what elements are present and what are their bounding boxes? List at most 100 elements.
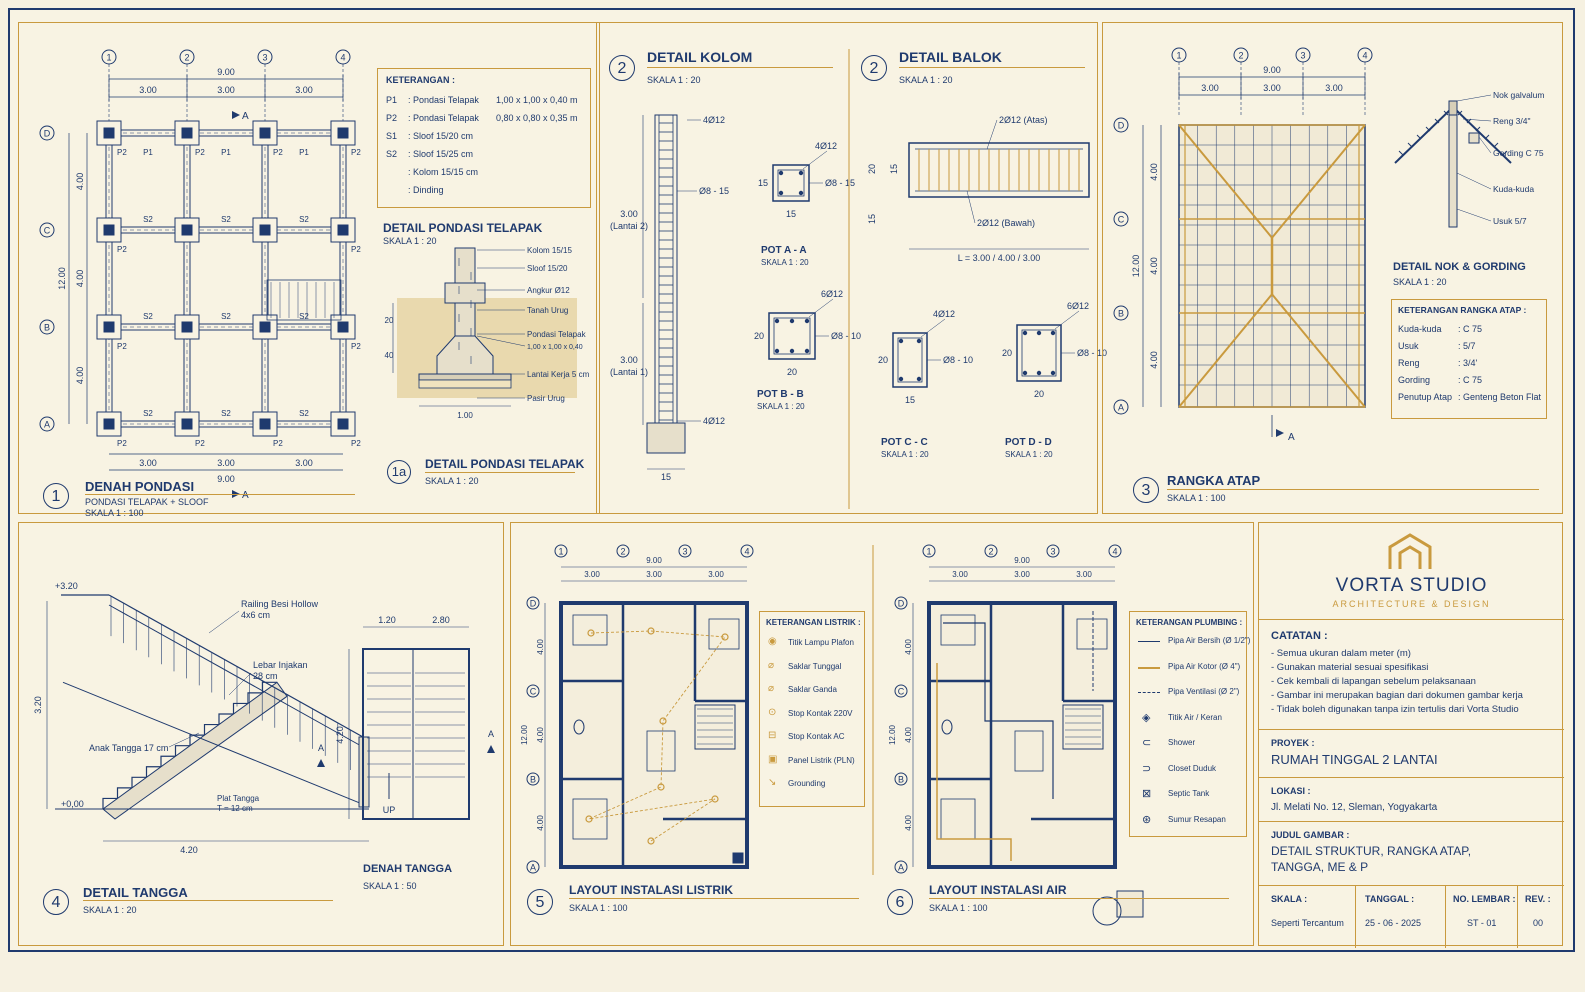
grid-bubble-c-label: C <box>898 687 905 697</box>
stair <box>694 704 736 750</box>
rebar-dot <box>1022 330 1028 336</box>
kolom-width: 15 <box>661 472 671 482</box>
railing-label-2: 4x6 cm <box>241 610 270 620</box>
detail-kolom-title: DETAIL KOLOM <box>647 49 753 65</box>
drawing-number-2-kolom: 2 <box>609 55 635 81</box>
line <box>1434 118 1440 124</box>
grid-bubble-d <box>526 596 540 610</box>
pot-a-h: 15 <box>758 178 768 188</box>
catatan-item: - Gunakan material sesuai spesifikasi <box>1271 662 1429 673</box>
pot-b-h: 20 <box>754 331 764 341</box>
plat-label-2: T = 12 cm <box>217 804 253 813</box>
grid-bubble-c <box>526 684 540 698</box>
dim-v-span: 4.00 <box>1149 257 1159 275</box>
footing-label-p2: P2 <box>351 439 361 448</box>
denah-tangga-title: DENAH TANGGA <box>363 863 453 875</box>
balok-h1: 20 <box>867 164 877 174</box>
electrical-symbol-icon: ⊟ <box>768 730 777 741</box>
tanggal-value: 25 - 06 - 2025 <box>1365 918 1422 928</box>
legend-rangka-key: Reng <box>1398 358 1420 368</box>
rebar-dot <box>916 338 922 344</box>
drawing-number-2-balok: 2 <box>861 55 887 81</box>
footing-label-p2: P2 <box>273 439 283 448</box>
grid-bubble-4 <box>1108 544 1122 558</box>
dim-v-span: 4.00 <box>904 815 913 831</box>
pot-a-stir: Ø8 - 15 <box>825 178 855 188</box>
dim-span: 3.00 <box>295 85 313 95</box>
leader <box>1456 208 1492 222</box>
dim-span: 3.00 <box>139 85 157 95</box>
footing-label-p2: P2 <box>195 148 205 157</box>
legend-desc: : Sloof 15/25 cm <box>408 149 474 159</box>
grid-bubble-c-label: C <box>1118 215 1125 225</box>
column-kolom <box>103 127 115 139</box>
legend-rangka-key: Kuda-kuda <box>1398 324 1442 334</box>
dim-v-span: 4.00 <box>1149 351 1159 369</box>
electrical-symbol-icon: ⌀ <box>768 659 775 671</box>
proyek-value: RUMAH TINGGAL 2 LANTAI <box>1271 752 1438 767</box>
dim-total-bottom: 9.00 <box>217 474 235 484</box>
legend-plumbing-item: Pipa Air Kotor (Ø 4") <box>1168 661 1241 671</box>
plan-w2: 2.80 <box>432 615 450 625</box>
plat-label: Plat Tangga <box>217 794 260 803</box>
grid-bubble-2 <box>984 544 998 558</box>
plan-sec-right: A <box>488 729 494 739</box>
lantai-kerja <box>418 373 512 381</box>
pot-a-name: POT A - A <box>761 245 807 256</box>
section-arrow <box>487 745 495 753</box>
plumbing-symbol-icon: ⊂ <box>1142 737 1152 749</box>
footing-label-p1: P1 <box>221 148 231 157</box>
level-top: +3.20 <box>55 581 78 591</box>
footing-label-p2: P2 <box>351 245 361 254</box>
detail-pondasi-title: DETAIL PONDASI TELAPAK <box>425 457 585 471</box>
nok-label: Reng 3/4" <box>1493 116 1531 126</box>
rebar-dot <box>1022 370 1028 376</box>
studio-tagline: ARCHITECTURE & DESIGN <box>1332 599 1491 609</box>
detail-label: Pasir Urug <box>527 394 565 403</box>
legend-plumbing-item: Pipa Ventilasi (Ø 2") <box>1168 687 1240 696</box>
dim-total: 9.00 <box>646 556 662 565</box>
dim-v-span: 4.00 <box>536 727 545 743</box>
legend-listrik-item: Titik Lampu Plafon <box>788 638 854 647</box>
dim-span: 3.00 <box>1263 83 1281 93</box>
footing-p <box>330 411 356 437</box>
sloof-label-s2: S2 <box>221 215 231 224</box>
leader <box>476 335 526 347</box>
legend-rangka-title: KETERANGAN RANGKA ATAP : <box>1398 305 1527 315</box>
footing-label-p1: P1 <box>299 148 309 157</box>
sloof-label-s2: S2 <box>299 312 309 321</box>
legend-plumbing-item: Shower <box>1168 738 1196 747</box>
grid-bubble-1-label: 1 <box>1176 51 1181 61</box>
legend-listrik-item: Saklar Ganda <box>788 685 837 694</box>
legend-plumbing-item: Pipa Air Bersih (Ø 1/2") <box>1168 636 1251 645</box>
outer-walls <box>927 601 1117 869</box>
dim-v-span: 4.00 <box>536 815 545 831</box>
rebar-dot <box>804 348 810 354</box>
kolom-base <box>646 422 686 454</box>
legend-desc: : Dinding <box>408 185 444 195</box>
grid-bubble-b <box>894 772 908 786</box>
footing-label-p1: P1 <box>143 148 153 157</box>
sumur-resapan <box>1092 896 1122 926</box>
column-kolom <box>181 418 193 430</box>
detail-balok-scale: SKALA 1 : 20 <box>899 75 953 85</box>
footing-label-p2: P2 <box>351 342 361 351</box>
dim-span: 3.00 <box>1014 570 1030 579</box>
sloof-section <box>444 282 486 304</box>
tanggal-label: TANGGAL : <box>1365 894 1415 904</box>
footing-p <box>252 411 278 437</box>
section-label: A <box>242 111 249 122</box>
lokasi-value: Jl. Melati No. 12, Sleman, Yogyakarta <box>1271 802 1438 813</box>
detail-balok-title: DETAIL BALOK <box>899 49 1002 65</box>
line <box>966 190 976 224</box>
column-kolom <box>259 224 271 236</box>
dim-span-bottom: 3.00 <box>295 458 313 468</box>
studio-logo <box>1388 533 1432 569</box>
rebar-dot <box>1050 370 1056 376</box>
dim-span: 3.00 <box>584 570 600 579</box>
drawing-number-1a: 1a <box>387 460 411 484</box>
detail-tangga-scale: SKALA 1 : 20 <box>83 905 137 915</box>
rev-label: REV. : <box>1525 894 1551 904</box>
